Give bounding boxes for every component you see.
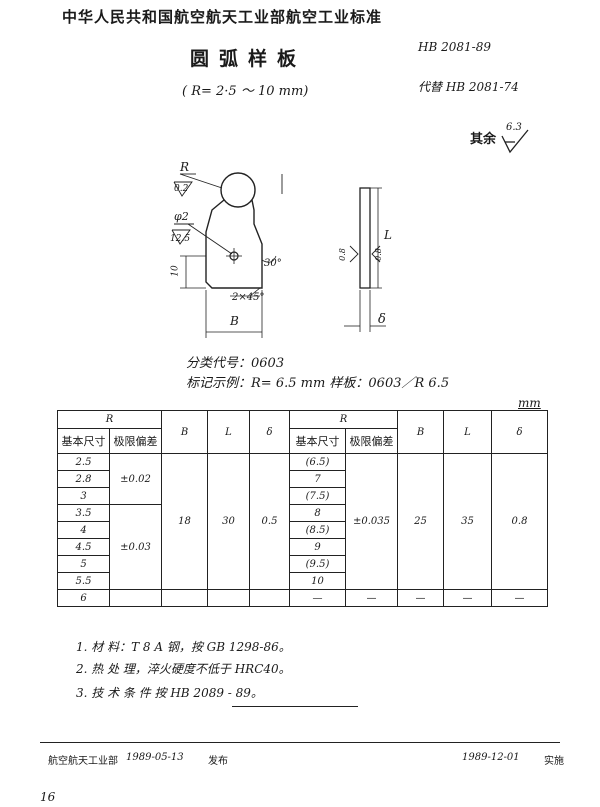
classification-code: 分类代号：0603 xyxy=(186,356,285,371)
table-row: 2.8 7 xyxy=(57,470,548,488)
right-size: (6.5) xyxy=(289,453,346,471)
right-size: 8 xyxy=(289,504,346,522)
dim-delta-label: δ xyxy=(378,312,386,327)
gauge-body-outline xyxy=(205,199,263,289)
left-size: 3 xyxy=(57,487,110,505)
left-tolerance-empty xyxy=(109,589,162,607)
right-size: (7.5) xyxy=(289,487,346,505)
left-l-empty xyxy=(207,589,250,607)
header-delta-left: δ xyxy=(249,410,290,454)
right-size: 7 xyxy=(289,470,346,488)
dim-angle-30: 30° xyxy=(264,258,282,269)
right-b-value: 25 xyxy=(397,453,444,590)
header-r-left: R xyxy=(57,410,162,429)
roughness-side-right-icon xyxy=(371,245,381,263)
gauge-side-body xyxy=(359,187,371,289)
issuing-organization: 航空航天工业部 xyxy=(48,756,118,767)
roughness-other-label: 其余 xyxy=(470,132,497,147)
header-l-left: L xyxy=(207,410,250,454)
dim-height-10: 10 xyxy=(170,265,181,277)
implementation-date: 1989-12-01 xyxy=(462,752,520,763)
right-tolerance: ±0.035 xyxy=(345,453,398,590)
table-row: 6 — — — — — xyxy=(57,589,548,607)
left-size: 5 xyxy=(57,555,110,573)
roughness-other-value: 6.3 xyxy=(506,122,522,133)
gauge-side-view-drawing xyxy=(344,187,386,332)
standard-number: HB 2081-89 xyxy=(418,40,491,54)
header-tolerance-left: 极限偏差 xyxy=(109,428,162,454)
right-l-dash: — xyxy=(443,589,492,607)
dim-b-label: B xyxy=(230,314,239,328)
note-material: 1. 材 料：T 8 A 钢，按 GB 1298-86。 xyxy=(76,640,291,654)
marking-example: 标记示例：R= 6.5 mm 样板：0603／R 6.5 xyxy=(186,376,450,391)
dim-side-08-right: 0.8 xyxy=(373,248,383,261)
dim-r-label: R xyxy=(180,160,190,174)
dim-side-08-left: 0.8 xyxy=(337,248,347,261)
left-delta-empty xyxy=(249,589,290,607)
left-size: 5.5 xyxy=(57,572,110,590)
right-delta-dash: — xyxy=(491,589,548,607)
table-row: 2.5 ±0.02 18 30 0.5 (6.5) ±0.035 25 35 0… xyxy=(57,453,548,590)
left-b-empty xyxy=(161,589,208,607)
dim-phi-label: φ2 xyxy=(174,210,189,223)
left-size: 4 xyxy=(57,521,110,539)
roughness-phi-icon xyxy=(171,229,191,245)
left-size: 6 xyxy=(57,589,110,607)
dim-chamfer: 2×45° xyxy=(232,292,265,303)
standard-header-title: 中华人民共和国航空航天工业部航空工业标准 xyxy=(62,8,383,26)
unit-label: mm xyxy=(518,396,541,410)
left-b-value: 18 xyxy=(161,453,208,590)
document-title: 圆弧样板 xyxy=(190,48,307,70)
replaces-standard: 代替 HB 2081-74 xyxy=(418,80,519,94)
issue-label: 发布 xyxy=(208,756,228,767)
footer-rule xyxy=(40,742,560,743)
left-delta-value: 0.5 xyxy=(249,453,290,590)
header-basic-size-right: 基本尺寸 xyxy=(289,428,346,454)
left-size: 2.5 xyxy=(57,453,110,471)
dim-phi-roughness: 12.5 xyxy=(170,234,191,244)
spec-table: R B L δ R B L δ 基本尺寸 极限偏差 基本尺寸 极限偏差 2.5 … xyxy=(57,410,548,607)
roughness-symbol-icon xyxy=(501,129,529,154)
header-delta-right: δ xyxy=(491,410,548,454)
notes-end-rule xyxy=(232,706,358,707)
implementation-label: 实施 xyxy=(544,756,564,767)
issue-date: 1989-05-13 xyxy=(126,752,184,763)
roughness-r-icon xyxy=(173,181,193,197)
right-size: (9.5) xyxy=(289,555,346,573)
dim-l-label: L xyxy=(384,228,392,242)
roughness-side-left-icon xyxy=(349,245,359,263)
table-row: 4 (8.5) xyxy=(57,521,548,539)
header-r-right: R xyxy=(289,410,398,429)
dim-r-roughness: 0.2 xyxy=(174,184,189,194)
left-l-value: 30 xyxy=(207,453,250,590)
page-number: 16 xyxy=(40,790,56,804)
right-delta-value: 0.8 xyxy=(491,453,548,590)
table-row: 5.5 10 xyxy=(57,572,548,590)
gauge-front-view-drawing xyxy=(171,172,283,338)
right-size: — xyxy=(289,589,346,607)
left-size: 3.5 xyxy=(57,504,110,522)
gauge-arc-head xyxy=(220,172,256,208)
right-b-dash: — xyxy=(397,589,444,607)
right-size: 9 xyxy=(289,538,346,556)
table-row: 3.5 ±0.03 8 xyxy=(57,504,548,590)
right-size: 10 xyxy=(289,572,346,590)
right-l-value: 35 xyxy=(443,453,492,590)
left-tolerance-a: ±0.02 xyxy=(109,453,162,505)
document-subtitle: ( R= 2·5 ～ 10 mm) xyxy=(182,84,309,99)
right-size: (8.5) xyxy=(289,521,346,539)
header-l-right: L xyxy=(443,410,492,454)
left-size: 2.8 xyxy=(57,470,110,488)
note-technical-conditions: 3. 技 术 条 件 按 HB 2089 - 89。 xyxy=(76,686,263,700)
header-tolerance-right: 极限偏差 xyxy=(345,428,398,454)
left-size: 4.5 xyxy=(57,538,110,556)
table-row: 4.5 9 xyxy=(57,538,548,556)
right-tolerance-dash: — xyxy=(345,589,398,607)
header-basic-size-left: 基本尺寸 xyxy=(57,428,110,454)
left-tolerance-b: ±0.03 xyxy=(109,504,162,590)
header-b-right: B xyxy=(397,410,444,454)
header-b-left: B xyxy=(161,410,208,454)
note-heat-treatment: 2. 热 处 理，淬火硬度不低于 HRC40。 xyxy=(76,662,291,676)
